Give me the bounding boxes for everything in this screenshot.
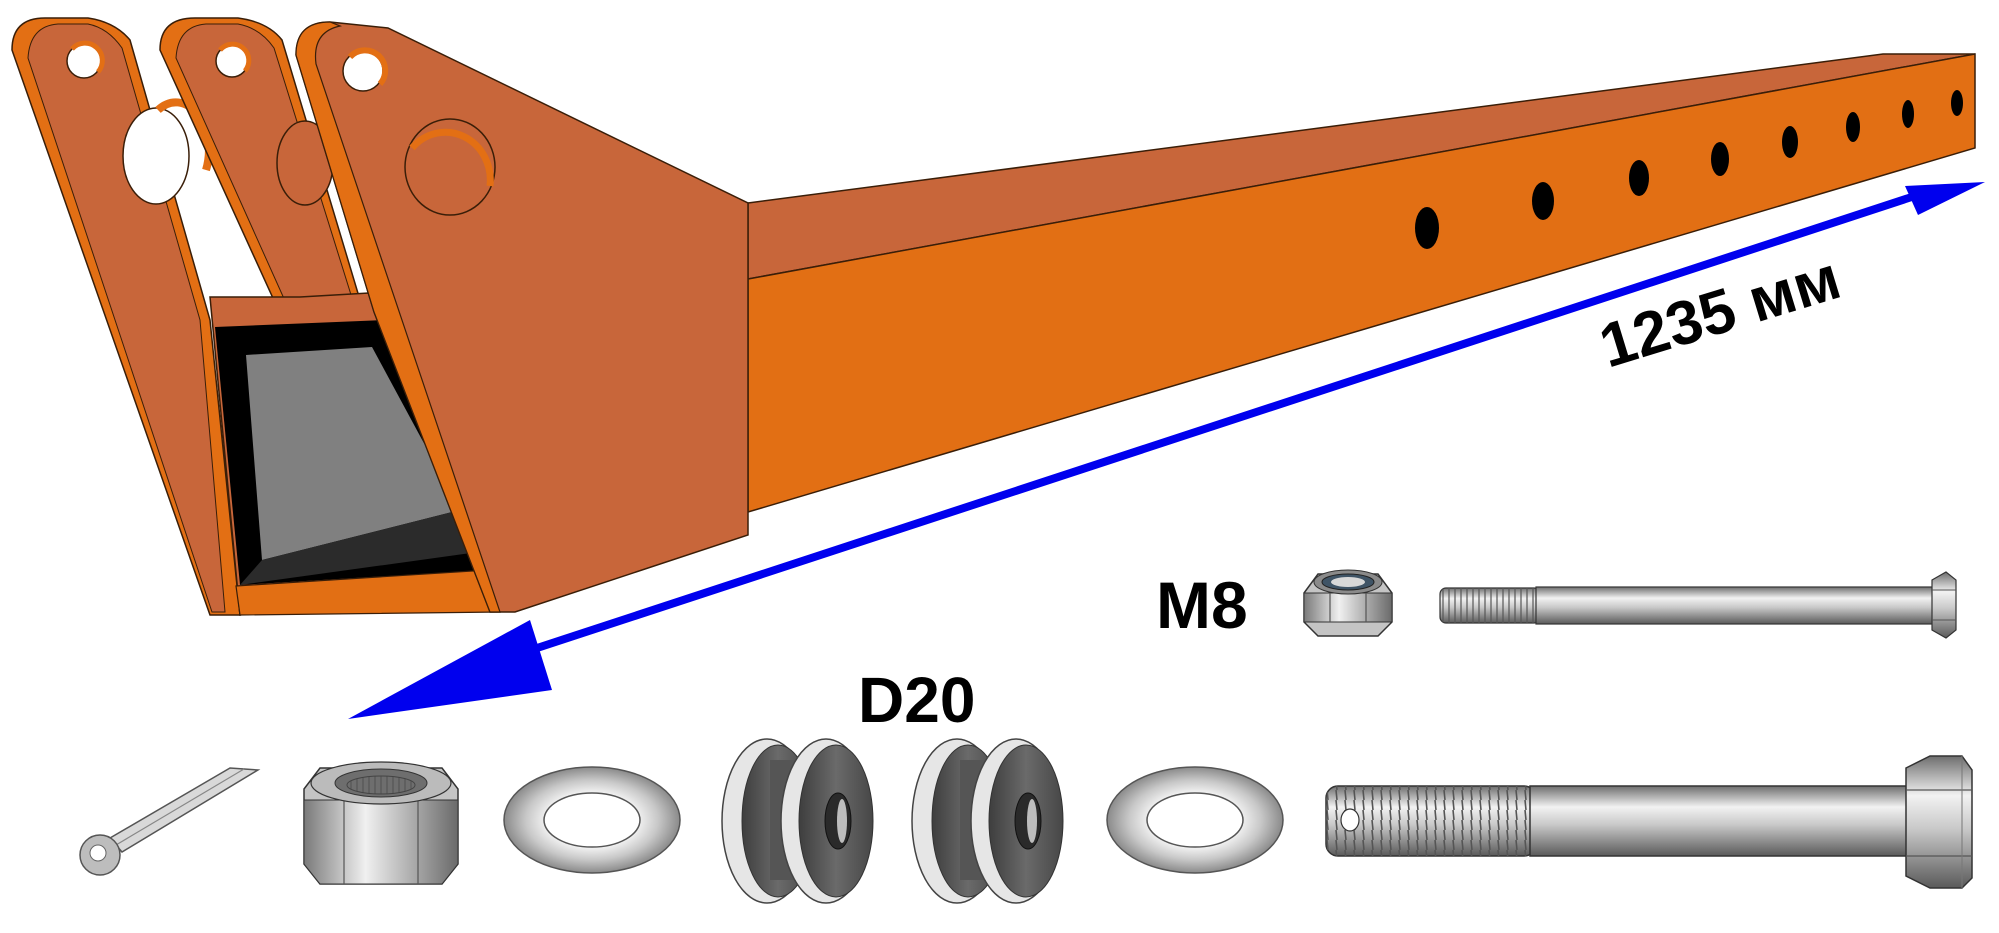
cotter-pin-icon	[79, 767, 261, 876]
bolt-small-label: M8	[1156, 568, 1248, 642]
small-bolt-icon	[1439, 571, 1957, 639]
hex-nut-icon	[303, 761, 459, 885]
pulley-wheel-icon	[721, 738, 874, 904]
washer-label: D20	[858, 664, 975, 736]
tube-inner-grey	[246, 347, 460, 560]
lock-nut-icon	[1303, 569, 1393, 637]
beam-holes	[1415, 90, 1963, 249]
hex-bolt-icon	[1325, 755, 1973, 889]
flat-washer-icon	[503, 766, 681, 874]
dimension-arrow	[348, 182, 1985, 719]
beam	[11, 17, 1976, 616]
flat-washer-icon	[1106, 766, 1284, 874]
pulley-wheel-icon	[911, 738, 1064, 904]
